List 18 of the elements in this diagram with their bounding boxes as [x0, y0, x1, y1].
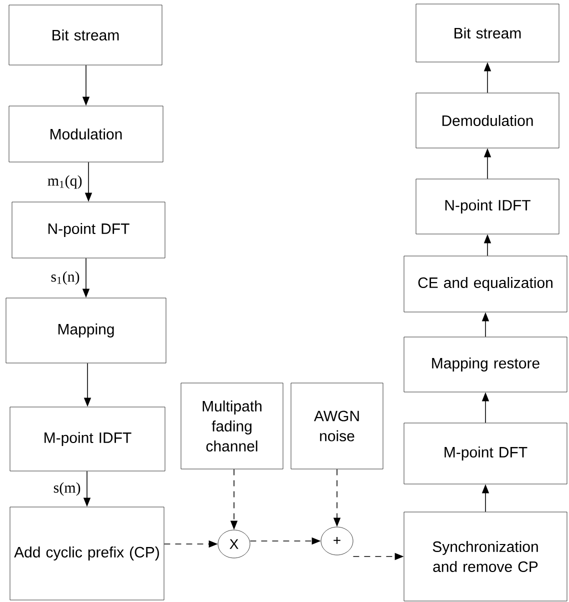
- edge-label: s(m): [54, 482, 80, 496]
- process-box: Synchronization and remove CP: [404, 512, 568, 602]
- process-box: M-point IDFT: [10, 406, 166, 472]
- process-box: N-point DFT: [12, 202, 166, 258]
- process-box: Add cyclic prefix (CP): [10, 506, 164, 600]
- process-box: Bit stream: [416, 4, 560, 62]
- process-box: CE and equalization: [404, 256, 568, 312]
- process-box: N-point IDFT: [416, 178, 560, 234]
- process-box: Demodulation: [416, 92, 560, 148]
- process-box: Mapping: [6, 298, 166, 364]
- process-box: Multipath fading channel: [180, 382, 284, 470]
- edge-label: s$_{1}$(n): [51, 271, 80, 285]
- process-box: Bit stream: [8, 4, 162, 66]
- process-box: AWGN noise: [290, 382, 384, 470]
- process-box: Mapping restore: [404, 336, 568, 392]
- edge-label: m$_{1}$(q): [48, 175, 82, 189]
- process-box: Modulation: [8, 106, 164, 162]
- process-box: M-point DFT: [404, 422, 568, 484]
